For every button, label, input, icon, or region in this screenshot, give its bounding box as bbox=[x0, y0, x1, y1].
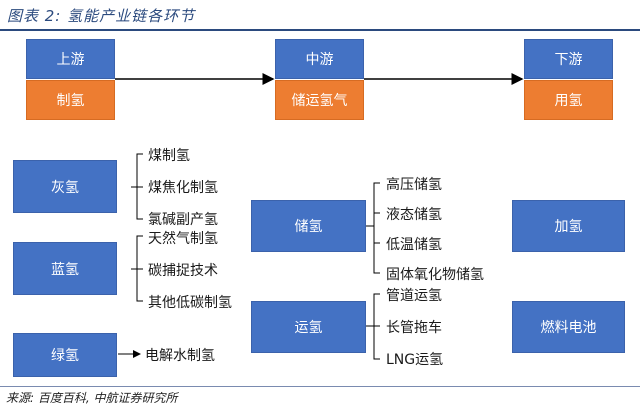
blue-bracket bbox=[131, 235, 143, 302]
top-divider bbox=[0, 29, 640, 31]
bottom-divider bbox=[0, 386, 640, 387]
blue-item-3: 其他低碳制氢 bbox=[148, 295, 232, 311]
storage-item-3: 低温储氢 bbox=[386, 237, 442, 253]
figure-title: 图表 2: 氢能产业链各环节 bbox=[7, 7, 196, 25]
source-note: 来源: 百度百科, 中航证券研究所 bbox=[6, 391, 178, 405]
gray-item-3: 氯碱副产氢 bbox=[148, 212, 218, 228]
gray-item-1: 煤制氢 bbox=[148, 148, 190, 164]
midstream-sub-box: 储运氢气 bbox=[275, 80, 364, 120]
transport-box: 运氢 bbox=[251, 301, 366, 353]
storage-box: 储氢 bbox=[251, 200, 366, 252]
transport-item-1: 管道运氢 bbox=[386, 288, 442, 304]
upstream-box: 上游 bbox=[26, 39, 115, 79]
fuel-cell-box: 燃料电池 bbox=[512, 301, 625, 353]
refuel-box: 加氢 bbox=[512, 200, 625, 252]
gray-item-2: 煤焦化制氢 bbox=[148, 180, 218, 196]
storage-item-2: 液态储氢 bbox=[386, 207, 442, 223]
transport-bracket bbox=[366, 293, 380, 360]
blue-hydrogen-box: 蓝氢 bbox=[13, 242, 117, 295]
downstream-box: 下游 bbox=[524, 39, 613, 79]
storage-item-1: 高压储氢 bbox=[386, 177, 442, 193]
transport-item-2: 长管拖车 bbox=[386, 320, 442, 336]
blue-item-1: 天然气制氢 bbox=[148, 231, 218, 247]
green-hydrogen-box: 绿氢 bbox=[13, 333, 117, 377]
midstream-box: 中游 bbox=[275, 39, 364, 79]
gray-hydrogen-box: 灰氢 bbox=[13, 160, 117, 213]
blue-item-2: 碳捕捉技术 bbox=[148, 263, 218, 279]
storage-bracket bbox=[366, 182, 380, 274]
gray-bracket bbox=[131, 153, 143, 220]
downstream-sub-box: 用氢 bbox=[524, 80, 613, 120]
storage-item-4: 固体氧化物储氢 bbox=[386, 267, 484, 283]
green-item-1: 电解水制氢 bbox=[145, 348, 215, 364]
transport-item-3: LNG运氢 bbox=[386, 352, 444, 368]
upstream-sub-box: 制氢 bbox=[26, 80, 115, 120]
